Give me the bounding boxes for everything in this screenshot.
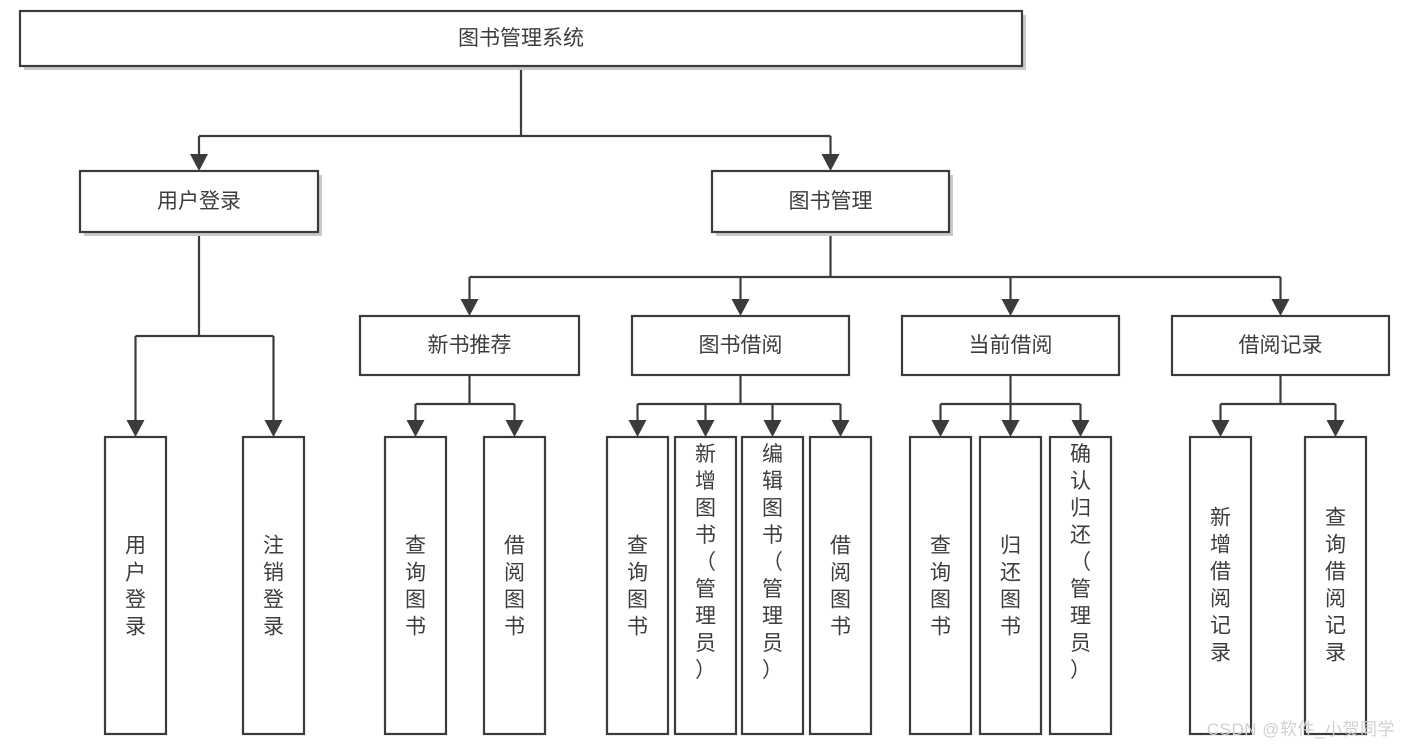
node-user-login[interactable]: 用户登录 <box>78 169 322 236</box>
node-label: 借阅记录 <box>1239 334 1323 357</box>
node-layer: 图书管理系统用户登录图书管理新书推荐图书借阅当前借阅借阅记录用户登录注销登录查询… <box>18 9 1391 736</box>
node-box <box>482 435 547 736</box>
node-label: 新增图书（管理员） <box>695 443 716 682</box>
node-leaf-logout[interactable]: 注销登录 <box>241 435 306 736</box>
node-label: 图书管理 <box>789 190 873 213</box>
arrow-head-icon <box>126 420 145 437</box>
watermark-label: CSDN @软件_小贺同学 <box>1206 720 1395 739</box>
connector-group-root <box>190 66 840 171</box>
arrow-head-icon <box>931 420 950 437</box>
arrow-head-icon <box>731 299 750 316</box>
arrow-head-icon <box>406 420 425 437</box>
arrow-head-icon <box>1001 299 1020 316</box>
node-leaf-confirm-return[interactable]: 确认归还（管理员） <box>1048 435 1113 736</box>
node-leaf-add-book[interactable]: 新增图书（管理员） <box>673 435 738 736</box>
node-box <box>241 435 306 736</box>
node-root[interactable]: 图书管理系统 <box>18 9 1026 70</box>
arrow-head-icon <box>763 420 782 437</box>
node-label: 新增借阅记录 <box>1210 507 1231 665</box>
node-leaf-borrow-book-rec[interactable]: 借阅图书 <box>482 435 547 736</box>
arrow-head-icon <box>1326 420 1345 437</box>
node-box <box>808 435 873 736</box>
node-label: 当前借阅 <box>969 334 1053 357</box>
node-box <box>1188 435 1253 736</box>
node-leaf-edit-book[interactable]: 编辑图书（管理员） <box>740 435 805 736</box>
node-box <box>1048 435 1113 736</box>
connector-group-new-book-rec <box>406 375 524 437</box>
node-current-borrow[interactable]: 当前借阅 <box>900 314 1121 377</box>
node-label: 查询图书 <box>405 535 426 639</box>
node-book-manage[interactable]: 图书管理 <box>710 169 953 236</box>
arrow-head-icon <box>264 420 283 437</box>
node-leaf-query-record[interactable]: 查询借阅记录 <box>1303 435 1368 736</box>
connector-group-borrow-record <box>1211 375 1345 437</box>
arrow-head-icon <box>460 299 479 316</box>
node-box <box>1170 314 1391 377</box>
node-label: 图书管理系统 <box>458 27 584 50</box>
node-label: 用户登录 <box>157 190 241 213</box>
node-label: 查询图书 <box>627 535 648 639</box>
arrow-head-icon <box>831 420 850 437</box>
node-box <box>383 435 448 736</box>
node-label: 注销登录 <box>263 535 284 639</box>
connector-group-user-login <box>126 232 283 437</box>
node-box <box>710 169 951 234</box>
arrow-head-icon <box>628 420 647 437</box>
node-borrow-record[interactable]: 借阅记录 <box>1170 314 1391 377</box>
node-box <box>900 314 1121 377</box>
node-box <box>630 314 851 377</box>
node-label: 用户登录 <box>125 535 146 639</box>
node-leaf-query-book-br[interactable]: 查询图书 <box>605 435 670 736</box>
arrow-head-icon <box>1001 420 1020 437</box>
connector-group-current-borrow <box>931 375 1090 437</box>
arrow-head-icon <box>821 154 840 171</box>
node-box <box>673 435 738 736</box>
node-label: 新书推荐 <box>428 334 512 357</box>
node-box <box>78 169 320 234</box>
connector-group-book-manage <box>460 232 1290 316</box>
arrow-head-icon <box>190 154 208 171</box>
node-leaf-user-login[interactable]: 用户登录 <box>103 435 168 736</box>
node-label: 查询图书 <box>930 535 951 639</box>
node-box <box>908 435 973 736</box>
node-label: 归还图书 <box>1000 535 1021 639</box>
node-box <box>740 435 805 736</box>
node-label: 编辑图书（管理员） <box>762 443 783 682</box>
node-box <box>358 314 581 377</box>
arrow-head-icon <box>505 420 524 437</box>
node-new-book-rec[interactable]: 新书推荐 <box>358 314 581 377</box>
node-label: 借阅图书 <box>504 535 525 639</box>
node-box <box>18 9 1024 68</box>
node-label: 借阅图书 <box>830 535 851 639</box>
node-label: 确认归还（管理员） <box>1070 443 1091 682</box>
arrow-head-icon <box>1271 299 1290 316</box>
arrow-head-icon <box>696 420 715 437</box>
node-box <box>1303 435 1368 736</box>
arrow-head-icon <box>1211 420 1230 437</box>
node-box <box>103 435 168 736</box>
connector-layer <box>126 66 1345 437</box>
node-leaf-return-book[interactable]: 归还图书 <box>978 435 1043 736</box>
connector-group-book-borrow <box>628 375 850 437</box>
node-leaf-borrow-book-br[interactable]: 借阅图书 <box>808 435 873 736</box>
arrow-head-icon <box>1071 420 1090 437</box>
node-box <box>978 435 1043 736</box>
node-leaf-query-book-cb[interactable]: 查询图书 <box>908 435 973 736</box>
node-label: 图书借阅 <box>699 334 783 357</box>
node-leaf-query-book-rec[interactable]: 查询图书 <box>383 435 448 736</box>
node-box <box>605 435 670 736</box>
node-leaf-add-record[interactable]: 新增借阅记录 <box>1188 435 1253 736</box>
node-label: 查询借阅记录 <box>1325 507 1346 665</box>
node-book-borrow[interactable]: 图书借阅 <box>630 314 851 377</box>
